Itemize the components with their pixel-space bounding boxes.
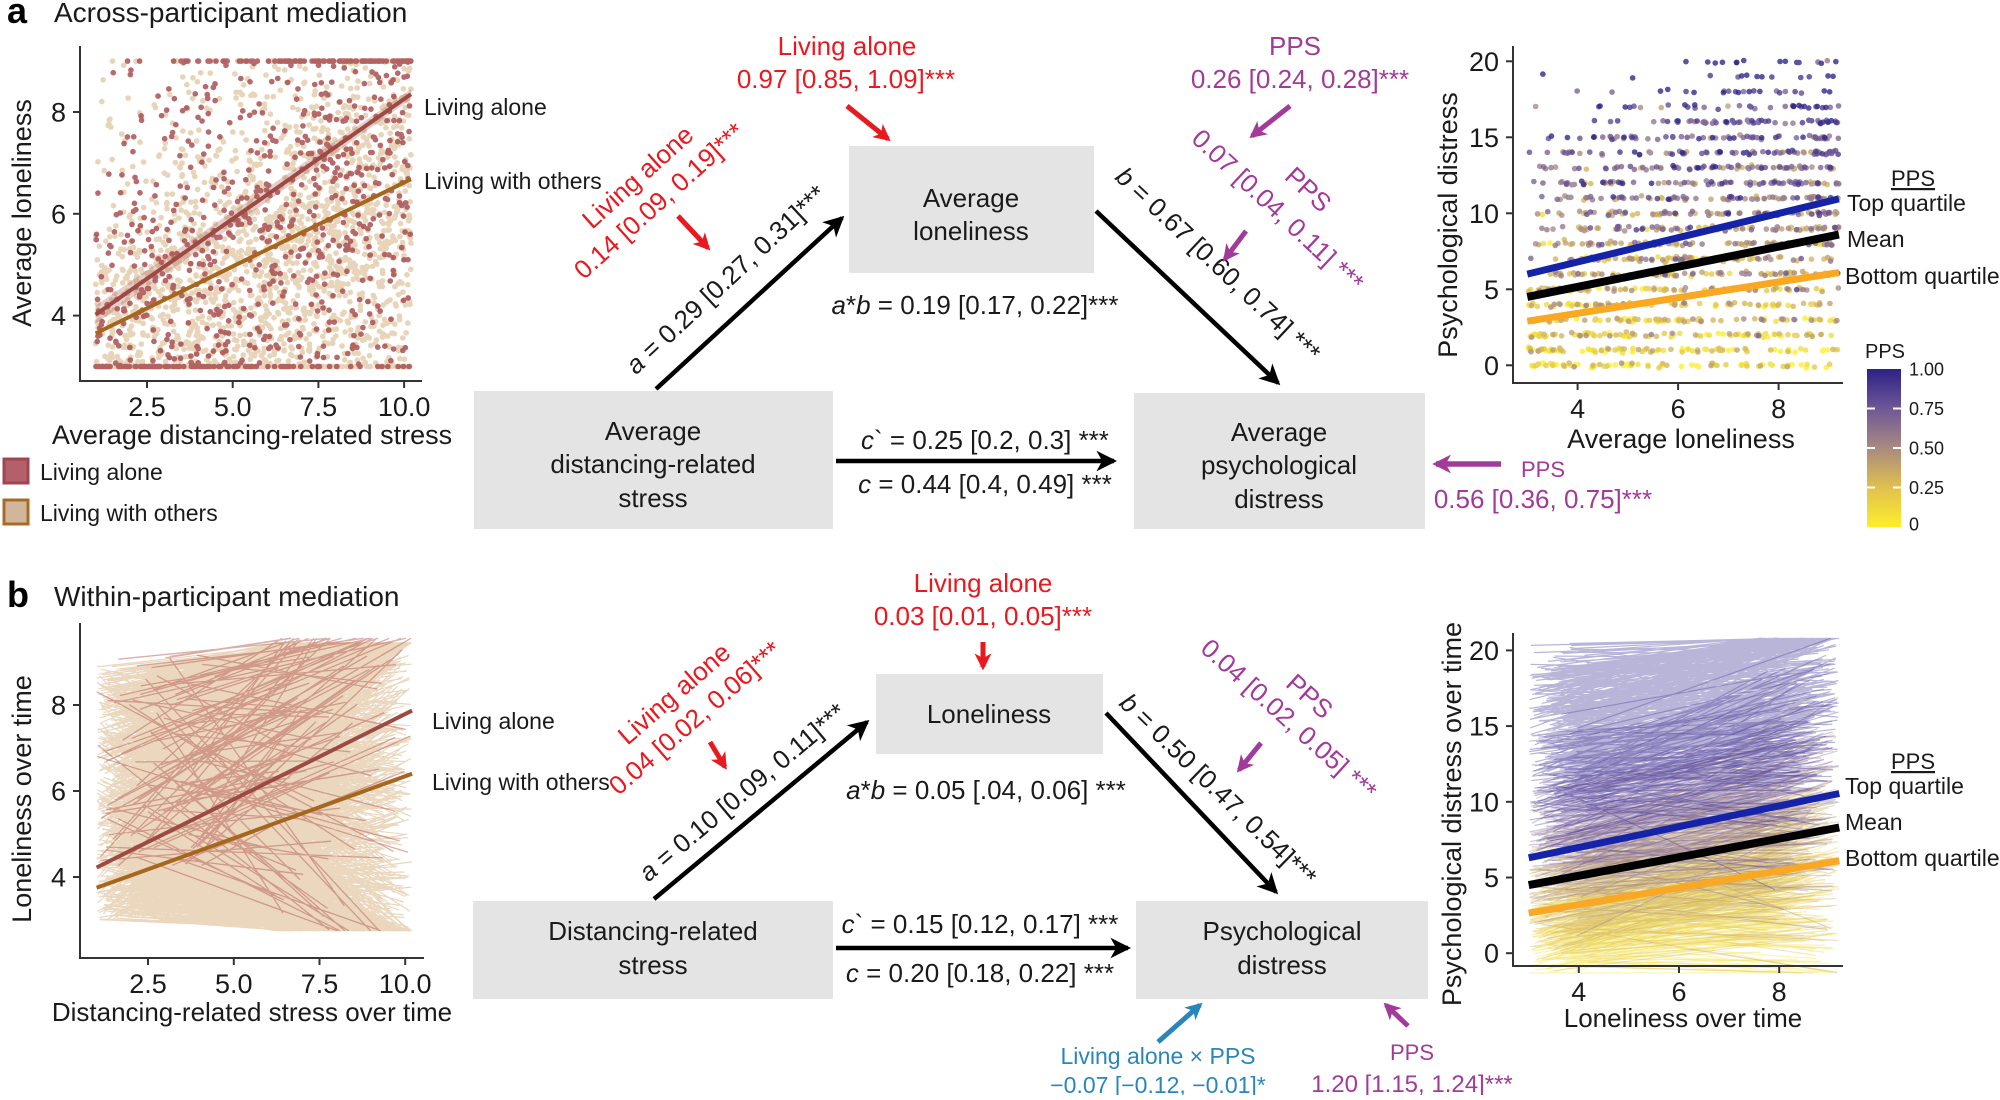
svg-text:Average: Average bbox=[605, 416, 701, 446]
svg-text:distancing-related: distancing-related bbox=[550, 449, 755, 479]
svg-text:0.75: 0.75 bbox=[1909, 399, 1944, 419]
svg-text:Living with others: Living with others bbox=[432, 769, 610, 795]
svg-text:Living with others: Living with others bbox=[424, 168, 602, 194]
svg-text:c` = 0.25 [0.2, 0.3] ***: c` = 0.25 [0.2, 0.3] *** bbox=[861, 425, 1109, 455]
svg-text:8: 8 bbox=[51, 691, 66, 721]
svg-text:Psychological distress over ti: Psychological distress over time bbox=[1437, 622, 1467, 1006]
svg-text:4: 4 bbox=[1570, 394, 1585, 424]
svg-text:0.26 [0.24, 0.28]***: 0.26 [0.24, 0.28]*** bbox=[1191, 64, 1409, 94]
svg-text:Loneliness: Loneliness bbox=[927, 699, 1051, 729]
svg-text:0: 0 bbox=[1909, 515, 1919, 535]
svg-text:10.0: 10.0 bbox=[379, 969, 432, 999]
svg-text:Loneliness over time: Loneliness over time bbox=[1564, 1003, 1802, 1033]
svg-text:20: 20 bbox=[1469, 47, 1499, 77]
svg-text:Average: Average bbox=[923, 183, 1019, 213]
svg-text:0: 0 bbox=[1484, 939, 1499, 969]
svg-text:Living alone: Living alone bbox=[424, 94, 547, 120]
svg-text:1.20 [1.15, 1.24]***: 1.20 [1.15, 1.24]*** bbox=[1311, 1071, 1513, 1095]
svg-text:a*b = 0.19 [0.17, 0.22]***: a*b = 0.19 [0.17, 0.22]*** bbox=[832, 290, 1119, 320]
svg-text:Living alone × PPS: Living alone × PPS bbox=[1061, 1043, 1256, 1069]
svg-text:0.25: 0.25 bbox=[1909, 478, 1944, 498]
svg-text:10.0: 10.0 bbox=[378, 392, 431, 422]
svg-text:c = 0.44 [0.4, 0.49] ***: c = 0.44 [0.4, 0.49] *** bbox=[858, 469, 1112, 499]
svg-text:0.50: 0.50 bbox=[1909, 439, 1944, 459]
svg-text:stress: stress bbox=[618, 483, 687, 513]
svg-text:PPS: PPS bbox=[1269, 31, 1321, 61]
svg-text:Bottom quartile: Bottom quartile bbox=[1845, 845, 2000, 871]
svg-text:5.0: 5.0 bbox=[214, 392, 252, 422]
svg-text:5: 5 bbox=[1484, 863, 1499, 893]
svg-text:5.0: 5.0 bbox=[215, 969, 253, 999]
svg-text:Loneliness over time: Loneliness over time bbox=[7, 675, 37, 923]
svg-text:loneliness: loneliness bbox=[913, 216, 1029, 246]
svg-text:6: 6 bbox=[1671, 977, 1686, 1007]
svg-text:8: 8 bbox=[51, 98, 66, 128]
svg-text:Across-participant mediation: Across-participant mediation bbox=[54, 0, 407, 28]
svg-text:Bottom quartile: Bottom quartile bbox=[1845, 263, 2000, 289]
svg-text:15: 15 bbox=[1469, 123, 1499, 153]
svg-text:PPS: PPS bbox=[1865, 341, 1905, 363]
svg-text:0: 0 bbox=[1484, 351, 1499, 381]
svg-text:8: 8 bbox=[1771, 394, 1786, 424]
svg-text:Distancing-related: Distancing-related bbox=[548, 916, 758, 946]
svg-text:Mean: Mean bbox=[1847, 226, 1905, 252]
svg-text:20: 20 bbox=[1469, 636, 1499, 666]
svg-text:1.00: 1.00 bbox=[1909, 360, 1944, 380]
svg-text:4: 4 bbox=[51, 863, 66, 893]
svg-text:distress: distress bbox=[1234, 484, 1324, 514]
svg-text:PPS: PPS bbox=[1891, 749, 1935, 774]
svg-text:10: 10 bbox=[1469, 787, 1499, 817]
svg-text:stress: stress bbox=[618, 950, 687, 980]
svg-text:10: 10 bbox=[1469, 199, 1499, 229]
svg-text:psychological: psychological bbox=[1201, 450, 1357, 480]
svg-text:c = 0.20 [0.18, 0.22] ***: c = 0.20 [0.18, 0.22] *** bbox=[846, 958, 1114, 988]
svg-text:6: 6 bbox=[1671, 394, 1686, 424]
svg-text:Within-participant mediation: Within-participant mediation bbox=[54, 581, 400, 612]
svg-text:7.5: 7.5 bbox=[300, 392, 338, 422]
svg-text:PPS: PPS bbox=[1521, 457, 1565, 482]
svg-text:Living alone: Living alone bbox=[432, 708, 555, 734]
svg-text:0.03 [0.01, 0.05]***: 0.03 [0.01, 0.05]*** bbox=[874, 601, 1092, 631]
svg-text:5: 5 bbox=[1484, 275, 1499, 305]
svg-text:Living with others: Living with others bbox=[40, 500, 218, 526]
svg-text:4: 4 bbox=[51, 301, 66, 331]
svg-text:15: 15 bbox=[1469, 712, 1499, 742]
svg-text:8: 8 bbox=[1772, 977, 1787, 1007]
svg-text:Living alone: Living alone bbox=[40, 459, 163, 485]
svg-text:6: 6 bbox=[51, 777, 66, 807]
svg-text:0.56 [0.36, 0.75]***: 0.56 [0.36, 0.75]*** bbox=[1434, 484, 1652, 514]
svg-text:Psychological: Psychological bbox=[1203, 916, 1362, 946]
svg-text:Average: Average bbox=[1231, 417, 1327, 447]
svg-text:Average distancing-related str: Average distancing-related stress bbox=[52, 420, 452, 450]
svg-text:7.5: 7.5 bbox=[301, 969, 339, 999]
svg-text:Living alone: Living alone bbox=[778, 31, 917, 61]
svg-text:PPS: PPS bbox=[1891, 166, 1935, 191]
svg-text:Average loneliness: Average loneliness bbox=[7, 99, 37, 327]
svg-text:4: 4 bbox=[1571, 977, 1586, 1007]
svg-text:PPS: PPS bbox=[1390, 1040, 1434, 1065]
svg-text:0.97 [0.85, 1.09]***: 0.97 [0.85, 1.09]*** bbox=[737, 64, 955, 94]
svg-text:2.5: 2.5 bbox=[128, 392, 166, 422]
svg-text:Top quartile: Top quartile bbox=[1847, 190, 1966, 216]
svg-text:6: 6 bbox=[51, 199, 66, 229]
svg-text:a*b = 0.05 [.04, 0.06] ***: a*b = 0.05 [.04, 0.06] *** bbox=[846, 775, 1126, 805]
svg-text:Top quartile: Top quartile bbox=[1845, 773, 1964, 799]
svg-text:b: b bbox=[7, 574, 29, 615]
svg-text:a: a bbox=[7, 0, 28, 31]
svg-text:Mean: Mean bbox=[1845, 809, 1903, 835]
svg-text:Psychological distress: Psychological distress bbox=[1433, 92, 1463, 358]
svg-text:Average loneliness: Average loneliness bbox=[1567, 424, 1795, 454]
svg-text:Distancing-related stress over: Distancing-related stress over time bbox=[52, 997, 452, 1027]
svg-text:2.5: 2.5 bbox=[129, 969, 167, 999]
svg-text:Living alone: Living alone bbox=[914, 568, 1053, 598]
svg-text:c` = 0.15 [0.12, 0.17] ***: c` = 0.15 [0.12, 0.17] *** bbox=[842, 909, 1119, 939]
svg-text:−0.07 [−0.12, −0.01]*: −0.07 [−0.12, −0.01]* bbox=[1050, 1072, 1266, 1095]
svg-text:distress: distress bbox=[1237, 950, 1327, 980]
